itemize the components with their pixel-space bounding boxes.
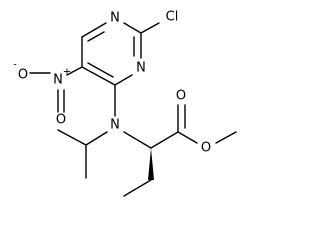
atom-label-o-carbonyl: O xyxy=(176,89,186,104)
atom-label-n-nitro-charge: + xyxy=(63,67,71,78)
bond-c4-c5-inner xyxy=(87,62,114,78)
bond-n3-c4 xyxy=(114,74,133,86)
bond-namine-ch xyxy=(85,131,108,146)
atom-label-o-nitro-bottom: O xyxy=(56,113,66,128)
bond-ch-me-left xyxy=(57,129,87,146)
bond-calpha-ccarbonyl xyxy=(150,131,179,149)
atom-label-n-ring-top: N xyxy=(110,11,120,26)
bond-c4-c5 xyxy=(81,66,116,86)
atom-label-o-nitro-left: O xyxy=(18,68,28,83)
bond-c6-n1 xyxy=(81,22,107,38)
atom-label-o-ester: O xyxy=(201,141,211,156)
chemical-structure-diagram: N Cl N N + O - O N O O xyxy=(13,10,237,197)
bond-c5-nnitro xyxy=(66,66,83,76)
atom-label-n-ring-mid: N xyxy=(136,61,146,76)
bond-ch2-ch3 xyxy=(123,179,152,197)
atom-label-n-nitro: N xyxy=(53,73,63,88)
bond-c6-n1-inner xyxy=(87,31,105,42)
bond-oester-methyl xyxy=(215,131,237,144)
bond-ccarbonyl-oester xyxy=(177,131,198,144)
bond-c2-cl xyxy=(140,22,160,34)
wedge-bond-calpha-ch2 xyxy=(148,148,154,180)
bond-n1-c2 xyxy=(123,22,142,34)
atom-label-n-amine: N xyxy=(110,118,120,133)
atom-label-cl: Cl xyxy=(166,10,179,25)
atom-label-o-nitro-charge: - xyxy=(13,60,17,71)
bond-namine-calpha xyxy=(123,131,152,149)
